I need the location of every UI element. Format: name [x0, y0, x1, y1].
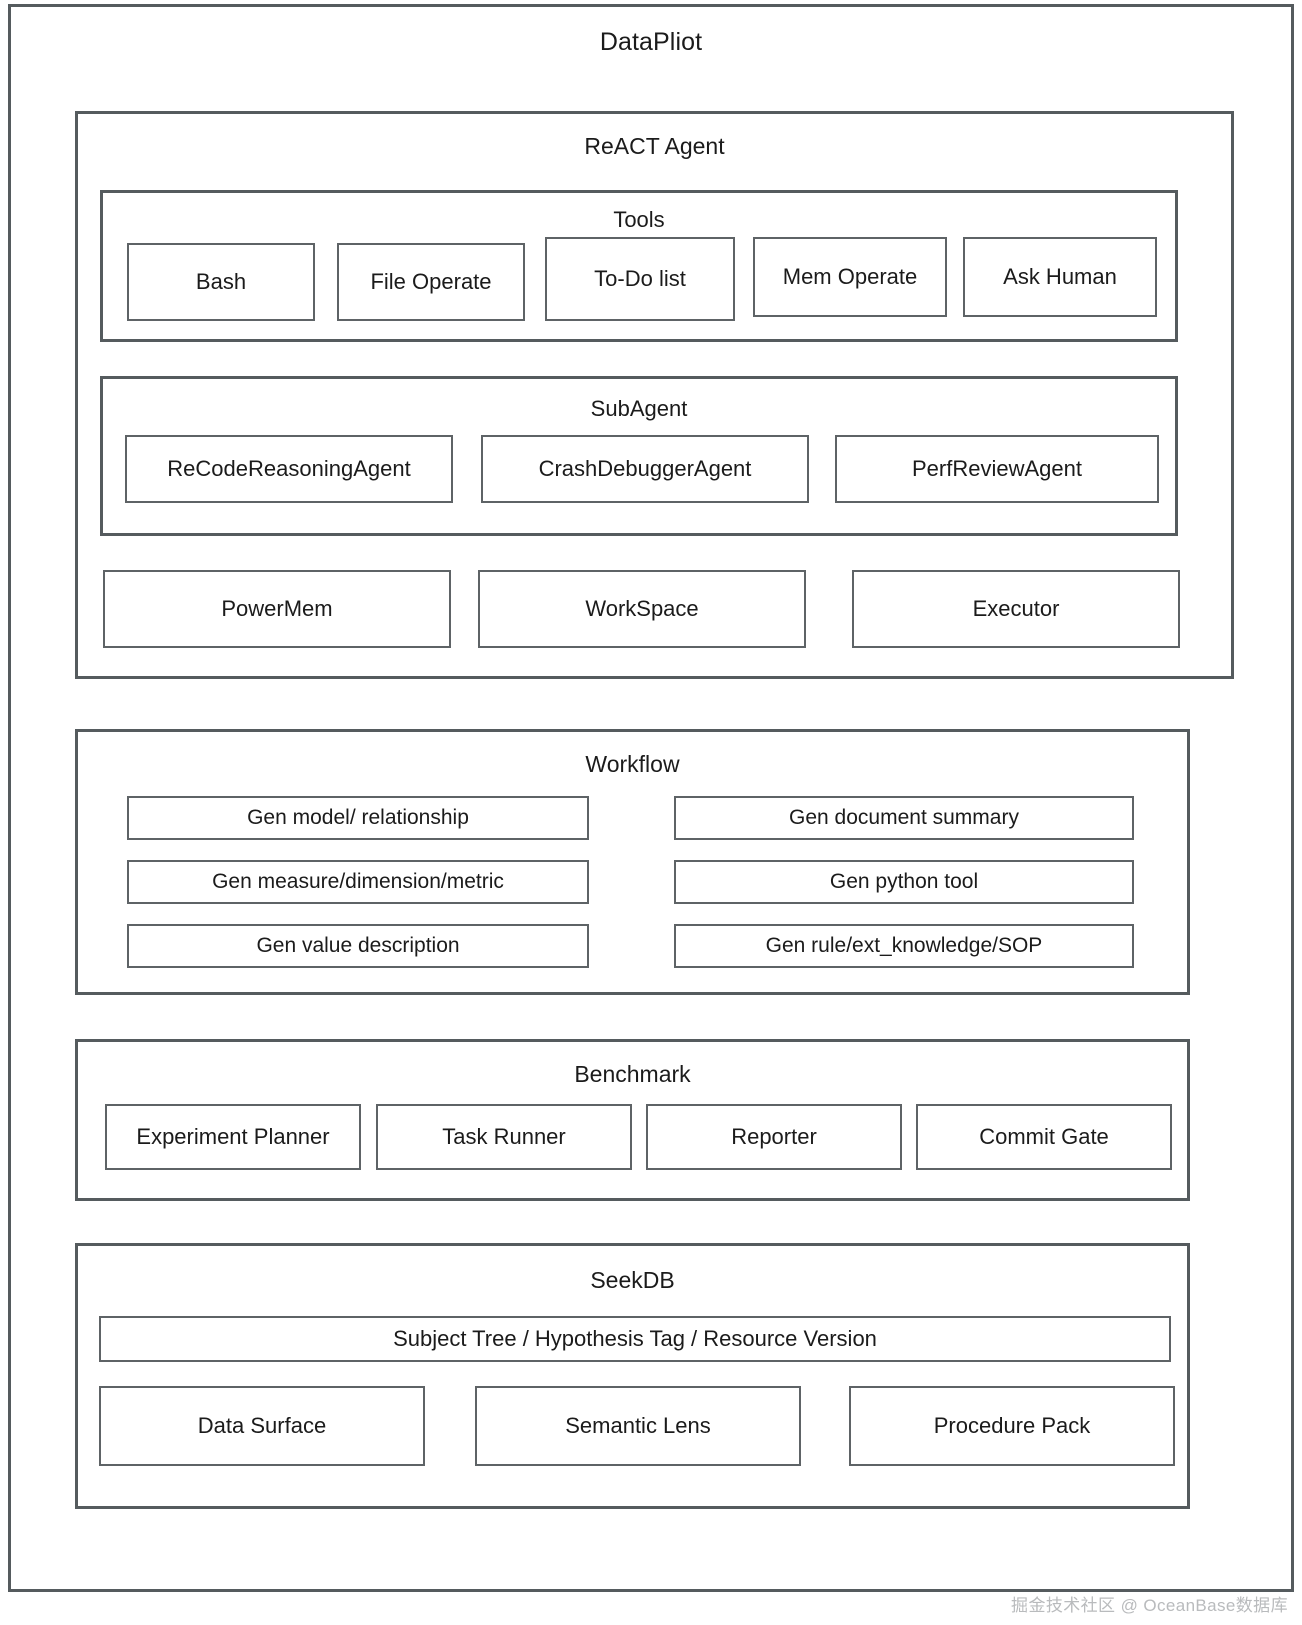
benchmark-reporter[interactable]: Reporter [646, 1104, 902, 1170]
group-title-subagent: SubAgent [590, 396, 688, 421]
watermark-text: 掘金技术社区 @ OceanBase数据库 [1011, 1596, 1288, 1615]
runtime-powermem[interactable]: PowerMem [103, 570, 451, 648]
group-subagent: SubAgent ReCodeReasoningAgent CrashDebug… [100, 376, 1178, 536]
group-title-tools: Tools [613, 207, 665, 232]
section-title-react-agent: ReACT Agent [584, 133, 725, 159]
section-workflow: Workflow Gen model/ relationship Gen mea… [75, 729, 1190, 995]
workflow-gen-measure-dimension-metric[interactable]: Gen measure/dimension/metric [127, 860, 589, 904]
benchmark-task-runner[interactable]: Task Runner [376, 1104, 632, 1170]
seekdb-procedure-pack[interactable]: Procedure Pack [849, 1386, 1175, 1466]
benchmark-experiment-planner[interactable]: Experiment Planner [105, 1104, 361, 1170]
tool-ask-human[interactable]: Ask Human [963, 237, 1157, 317]
tool-file-operate[interactable]: File Operate [337, 243, 525, 321]
section-title-seekdb: SeekDB [590, 1267, 675, 1293]
subagent-perfreviewagent[interactable]: PerfReviewAgent [835, 435, 1159, 503]
section-react-agent: ReACT Agent Tools Bash File Operate To-D… [75, 111, 1234, 679]
seekdb-banner-subject-tree[interactable]: Subject Tree / Hypothesis Tag / Resource… [99, 1316, 1171, 1362]
section-title-benchmark: Benchmark [574, 1061, 691, 1087]
seekdb-data-surface[interactable]: Data Surface [99, 1386, 425, 1466]
benchmark-commit-gate[interactable]: Commit Gate [916, 1104, 1172, 1170]
tool-todo-list[interactable]: To-Do list [545, 237, 735, 321]
tool-bash[interactable]: Bash [127, 243, 315, 321]
workflow-gen-model-relationship[interactable]: Gen model/ relationship [127, 796, 589, 840]
seekdb-semantic-lens[interactable]: Semantic Lens [475, 1386, 801, 1466]
workflow-gen-python-tool[interactable]: Gen python tool [674, 860, 1134, 904]
workflow-gen-document-summary[interactable]: Gen document summary [674, 796, 1134, 840]
group-tools: Tools Bash File Operate To-Do list Mem O… [100, 190, 1178, 342]
runtime-workspace[interactable]: WorkSpace [478, 570, 806, 648]
subagent-crashdebuggeragent[interactable]: CrashDebuggerAgent [481, 435, 809, 503]
page-title: DataPliot [599, 28, 703, 56]
dataplot-root-container: DataPliot ReACT Agent Tools Bash File Op… [8, 4, 1294, 1592]
runtime-executor[interactable]: Executor [852, 570, 1180, 648]
tool-mem-operate[interactable]: Mem Operate [753, 237, 947, 317]
subagent-recodereasoningagent[interactable]: ReCodeReasoningAgent [125, 435, 453, 503]
section-title-workflow: Workflow [585, 751, 680, 777]
workflow-gen-rule-ext-knowledge-sop[interactable]: Gen rule/ext_knowledge/SOP [674, 924, 1134, 968]
workflow-gen-value-description[interactable]: Gen value description [127, 924, 589, 968]
section-benchmark: Benchmark Experiment Planner Task Runner… [75, 1039, 1190, 1201]
section-seekdb: SeekDB Subject Tree / Hypothesis Tag / R… [75, 1243, 1190, 1509]
